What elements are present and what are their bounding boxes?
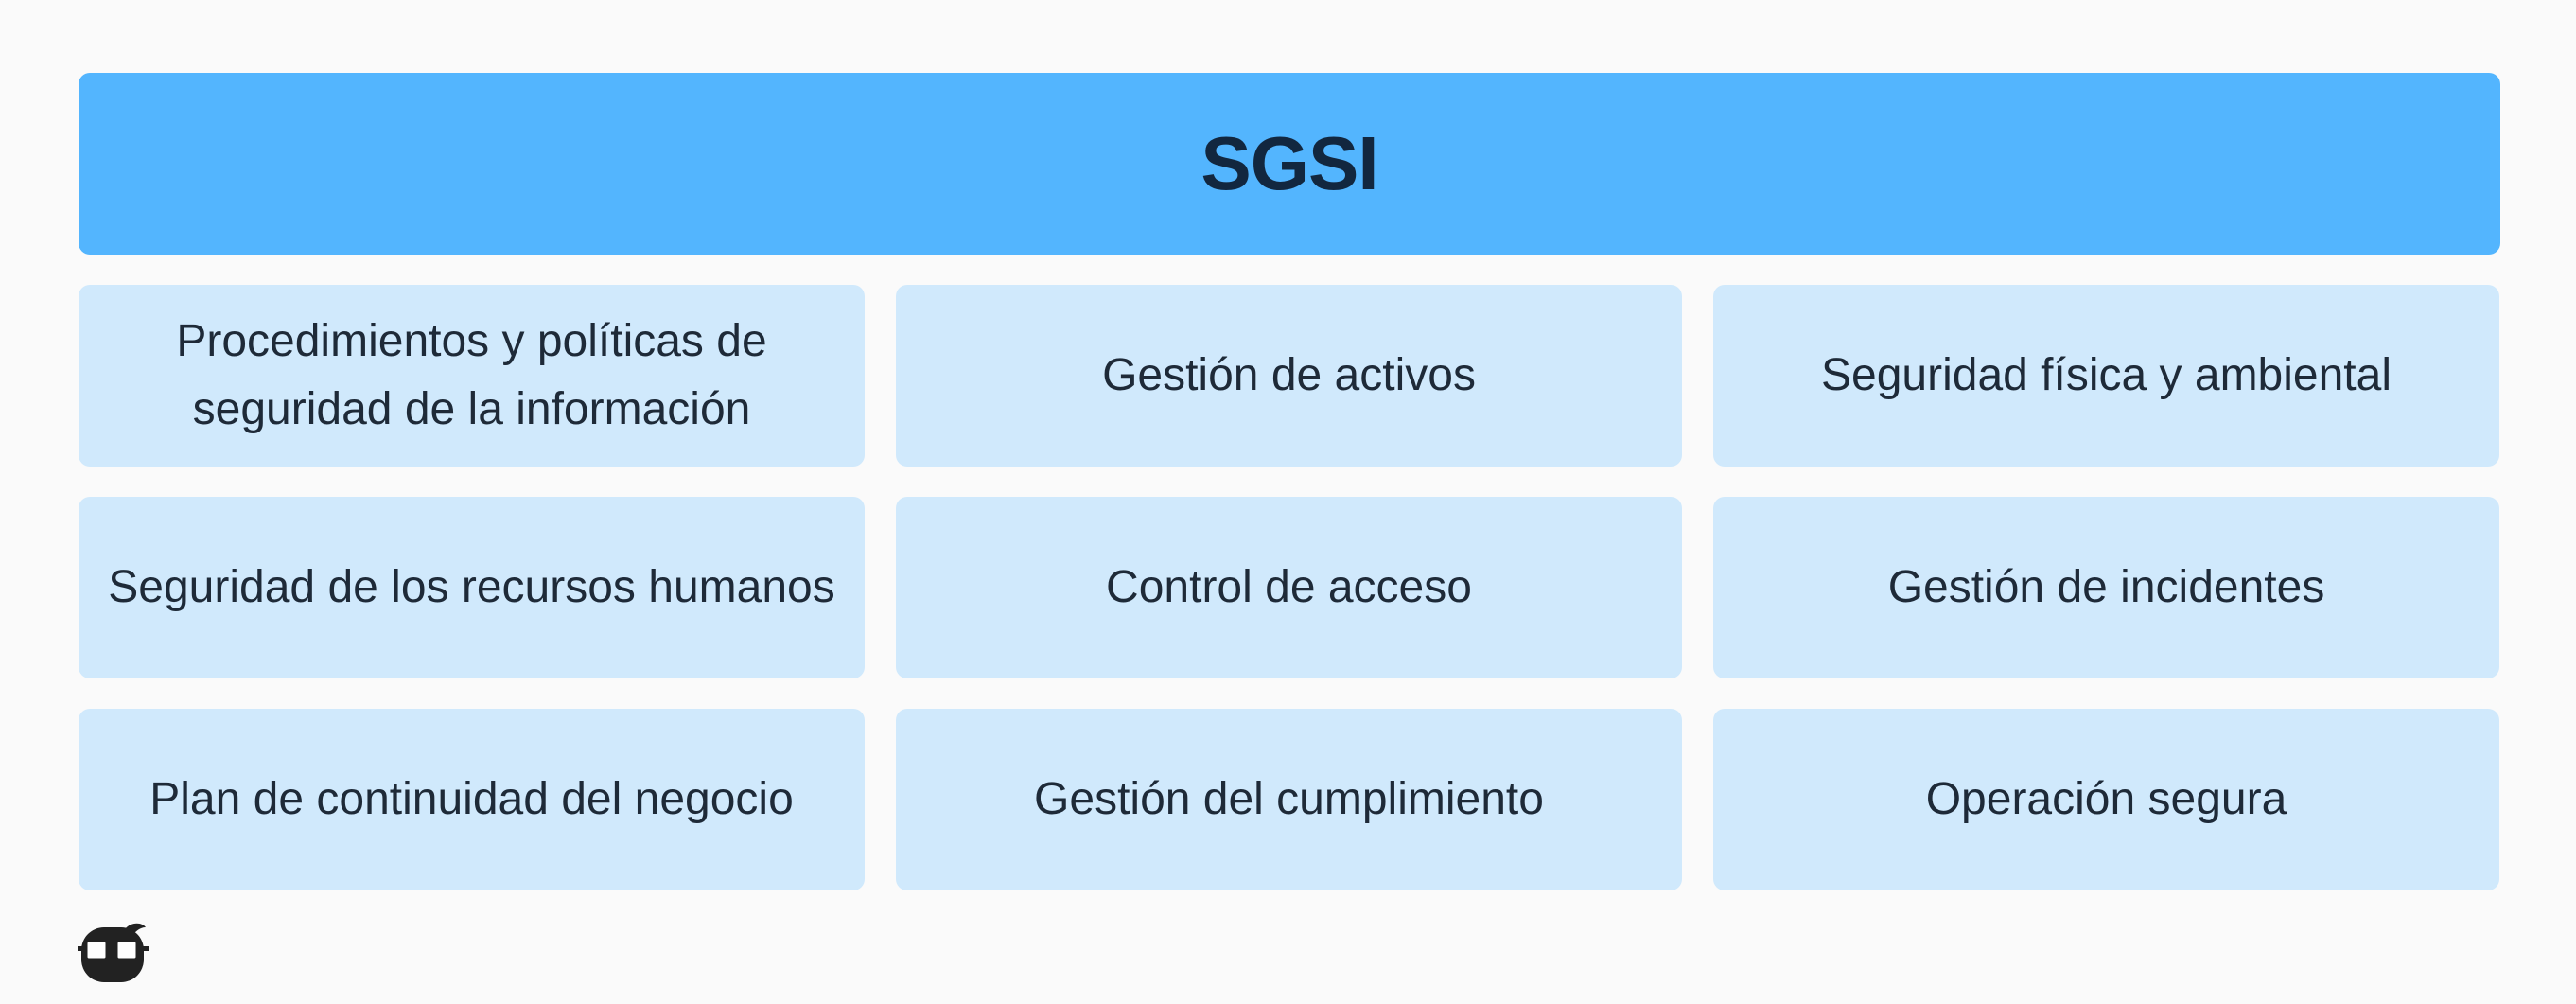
component-box-access-control: Control de acceso <box>896 497 1682 678</box>
component-box-asset-management: Gestión de activos <box>896 285 1682 467</box>
component-box-secure-operation: Operación segura <box>1713 709 2499 890</box>
component-label: Procedimientos y políticas de seguridad … <box>176 316 767 434</box>
component-box-human-resources: Seguridad de los recursos humanos <box>79 497 865 678</box>
sgsi-components-grid: Procedimientos y políticas de seguridad … <box>79 285 2500 890</box>
component-label: Operación segura <box>1925 774 2287 824</box>
component-label: Control de acceso <box>1106 562 1472 612</box>
component-label: Gestión de activos <box>1102 350 1476 400</box>
sgsi-title: SGSI <box>1200 121 1378 205</box>
component-label: Gestión del cumplimiento <box>1034 774 1544 824</box>
component-label: Seguridad física y ambiental <box>1821 350 2392 400</box>
component-box-business-continuity: Plan de continuidad del negocio <box>79 709 865 890</box>
component-label: Plan de continuidad del negocio <box>149 774 794 824</box>
component-label: Gestión de incidentes <box>1887 562 2325 612</box>
component-box-compliance: Gestión del cumplimiento <box>896 709 1682 890</box>
component-box-physical-security: Seguridad física y ambiental <box>1713 285 2499 467</box>
nerd-face-icon <box>76 920 153 982</box>
component-label: Seguridad de los recursos humanos <box>108 562 835 612</box>
component-box-incident-management: Gestión de incidentes <box>1713 497 2499 678</box>
sgsi-header: SGSI <box>79 73 2500 255</box>
component-box-policies: Procedimientos y políticas de seguridad … <box>79 285 865 467</box>
